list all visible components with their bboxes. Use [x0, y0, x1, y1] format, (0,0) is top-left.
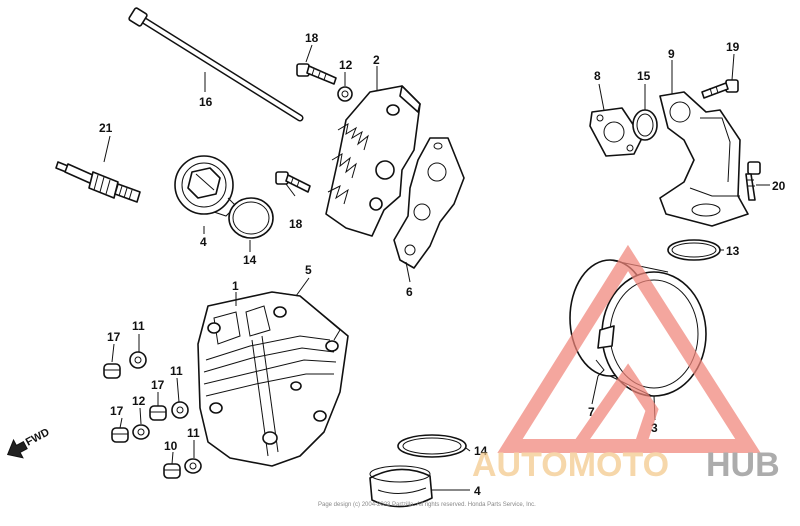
callout-10: 10	[164, 439, 178, 453]
callout-8: 8	[594, 69, 601, 83]
intake-pipe-9[interactable]	[659, 91, 749, 227]
washer-12-top[interactable]	[337, 86, 353, 102]
callout-21: 21	[99, 121, 113, 135]
callout-3: 3	[651, 421, 658, 435]
callout-17-b: 17	[110, 404, 124, 418]
washer-11-a[interactable]	[129, 351, 147, 369]
fwd-label: FWD	[24, 426, 52, 448]
o-ring-14-top[interactable]	[228, 197, 274, 239]
nut-17-a[interactable]	[103, 363, 121, 379]
watermark-text-part1: AUTOMOTO	[472, 446, 669, 484]
callout-7: 7	[588, 405, 595, 419]
o-ring-14-bottom[interactable]	[397, 434, 467, 458]
o-ring-13[interactable]	[667, 239, 721, 261]
head-cover-1[interactable]	[197, 291, 349, 467]
nut-17-c[interactable]	[149, 405, 167, 421]
watermark-text-part2: HUB	[706, 446, 780, 484]
filler-cap-4-bottom[interactable]	[369, 465, 433, 508]
callout-5: 5	[305, 263, 312, 277]
callout-19: 19	[726, 40, 740, 54]
washer-12-left[interactable]	[132, 424, 150, 440]
callout-18-bottom: 18	[289, 217, 303, 231]
callout-12-left: 12	[132, 394, 146, 408]
callout-12-top: 12	[339, 58, 353, 72]
insulator-8[interactable]	[589, 107, 643, 157]
callout-13: 13	[726, 244, 740, 258]
filler-cap-4-top[interactable]	[174, 155, 237, 217]
bolt-20[interactable]	[745, 161, 761, 201]
callout-16: 16	[199, 95, 213, 109]
bolt-18-top[interactable]	[296, 63, 337, 85]
callout-11-a: 11	[132, 319, 145, 333]
fwd-arrow-icon	[6, 438, 28, 459]
gasket-6[interactable]	[393, 137, 465, 269]
cam-holder-2[interactable]	[325, 85, 421, 237]
callout-9: 9	[668, 47, 675, 61]
callout-18-top: 18	[305, 31, 319, 45]
callout-4-bottom: 4	[474, 484, 481, 498]
callout-11-c: 11	[187, 426, 200, 440]
bolt-18-bottom[interactable]	[275, 171, 311, 193]
callout-labels: 16 21 4 14 18 12 2 18 6 1 5 17 11 17 12 …	[99, 31, 786, 498]
callout-20: 20	[772, 179, 786, 193]
callout-15: 15	[637, 69, 651, 83]
callout-17-a: 17	[107, 330, 121, 344]
callout-11-b: 11	[170, 364, 183, 378]
nut-10[interactable]	[163, 463, 181, 479]
callout-14-top: 14	[243, 253, 257, 267]
callout-14-bottom: 14	[474, 444, 488, 458]
watermark-logo: AUTOMOTO HUB	[472, 244, 780, 484]
o-ring-15[interactable]	[632, 109, 658, 141]
bolt-19[interactable]	[701, 79, 739, 99]
washer-11-b[interactable]	[171, 401, 189, 419]
nut-17-b[interactable]	[111, 427, 129, 443]
stud-bolt-16[interactable]	[128, 7, 304, 122]
callout-17-c: 17	[151, 378, 165, 392]
spark-plug-21[interactable]	[55, 161, 141, 203]
callout-4-top: 4	[200, 235, 207, 249]
callout-1: 1	[232, 279, 239, 293]
washer-11-c[interactable]	[184, 458, 202, 474]
callout-6: 6	[406, 285, 413, 299]
clip-7[interactable]	[595, 359, 605, 377]
callout-2: 2	[373, 53, 380, 67]
leader-lines	[103, 44, 770, 491]
copyright-text: Page design (c) 2004-2023 Partzilla. All…	[318, 502, 536, 508]
